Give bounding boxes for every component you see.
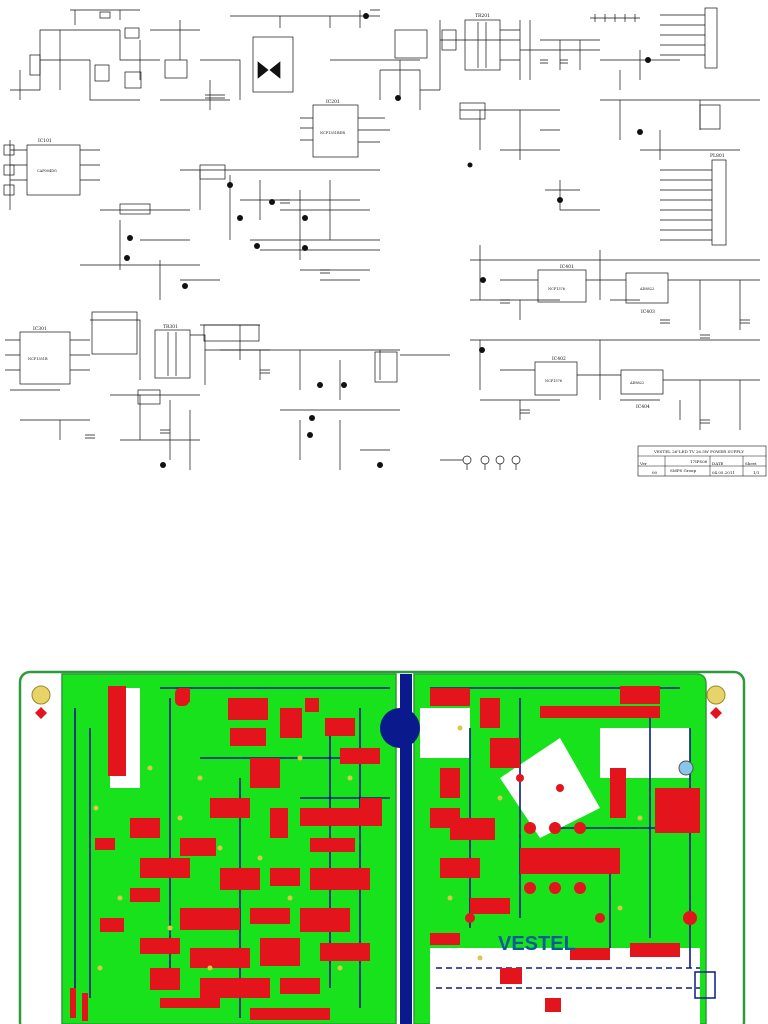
ic101-part: CAP004DG [37,169,57,173]
title-block-date-value: 04.05.2011 [712,470,735,475]
schematic-diagram: IC101 CAP004DG IC201 NCP1351BDR IC301 NC… [3,7,767,477]
title-block-title: VESTEL 26"LED TV 26.5W POWER SUPPLY [653,449,744,454]
vestel-logo-text: VESTEL [498,933,576,955]
tr201-label: TR201 [475,13,490,19]
ic201-part: NCP1351BDR [320,131,345,135]
ic403-part: AD8822 [639,287,654,291]
title-block-ver-value: 00 [652,470,658,475]
title-block: VESTEL 26"LED TV 26.5W POWER SUPPLY 17IP… [637,445,767,477]
ic402-label: IC402 [552,356,566,362]
ic404-label: IC404 [636,404,650,410]
title-block-sheet-value: 1/1 [753,470,759,475]
title-block-date-label: DATE [712,461,724,466]
tr301-label: TR301 [163,324,178,330]
title-block-code: 17IPS06 [690,459,708,464]
title-block-group: SMPS Group [670,468,697,473]
ic101-label: IC101 [38,138,52,144]
ic403-label: IC403 [641,309,655,315]
ic402-part: NCP1576 [545,379,562,383]
ic404-part: AD8822 [629,381,644,385]
mounting-hole-right [706,685,726,719]
ic401-label: IC401 [560,264,574,270]
ic301-part: NCP1351B [28,357,48,361]
pcb-layout: VESTEL [18,670,746,1024]
title-block-sheet-label: Sheet [745,461,757,466]
ic401-part: NCP1576 [548,287,565,291]
ic301-label: IC301 [33,326,47,332]
pl801-label: PL801 [710,153,725,159]
ic201-label: IC201 [326,99,340,105]
mounting-hole-left [31,685,51,719]
title-block-ver-label: Ver [639,461,647,466]
